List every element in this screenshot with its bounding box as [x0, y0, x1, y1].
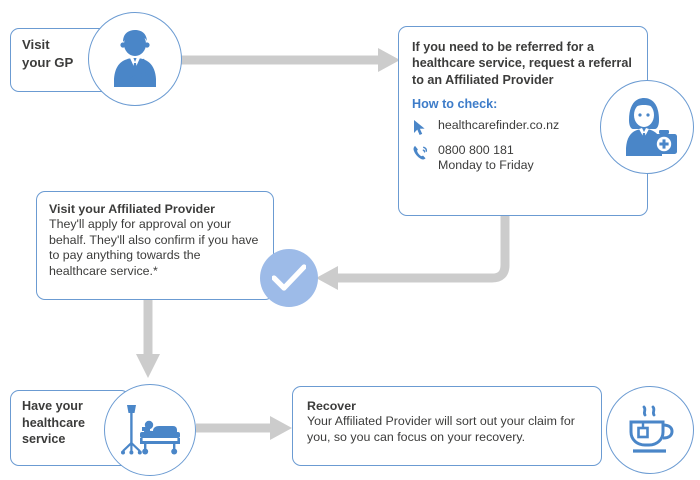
visit-gp-label: Visit your GP	[22, 36, 122, 72]
doctor-icon	[88, 12, 182, 106]
phone-icon	[412, 143, 438, 162]
nurse-medical-kit-icon	[600, 80, 694, 174]
hospital-bed-icon	[104, 384, 196, 476]
provider-body: They'll apply for approval on your behal…	[49, 217, 259, 278]
provider-heading: Visit your Affiliated Provider	[49, 202, 215, 216]
phone-number: 0800 800 181	[438, 143, 514, 158]
have-service-line3: service	[22, 432, 66, 446]
phone-hours: Monday to Friday	[438, 158, 534, 173]
have-service-label: Have your healthcare service	[22, 398, 126, 448]
website-value[interactable]: healthcarefinder.co.nz	[438, 118, 560, 133]
cursor-pointer-icon	[412, 118, 438, 136]
contact-row-phone[interactable]: 0800 800 181 Monday to Friday	[412, 143, 634, 173]
card-affiliated-provider: Visit your Affiliated Provider They'll a…	[36, 191, 274, 300]
card-recover: Recover Your Affiliated Provider will so…	[292, 386, 602, 466]
checkmark-glyph	[272, 264, 306, 291]
check-circle-icon	[260, 249, 318, 307]
teacup-icon	[606, 386, 694, 474]
card-referral: If you need to be referred for a healthc…	[398, 26, 648, 216]
contact-row-website[interactable]: healthcarefinder.co.nz	[412, 118, 634, 136]
visit-gp-line2: your GP	[22, 55, 74, 70]
phone-value[interactable]: 0800 800 181 Monday to Friday	[438, 143, 534, 173]
how-to-check-label: How to check:	[412, 97, 498, 112]
doctor-icon-glyph	[114, 30, 156, 87]
have-service-line1: Have your	[22, 399, 83, 413]
connector-gp-to-referral	[178, 48, 400, 72]
connector-referral-to-provider	[316, 216, 510, 290]
hospital-bed-glyph	[121, 405, 180, 455]
have-service-line2: healthcare	[22, 415, 85, 430]
recover-heading: Recover	[307, 399, 356, 413]
recover-body: Your Affiliated Provider will sort out y…	[307, 414, 575, 444]
nurse-medical-kit-glyph	[626, 98, 677, 156]
referral-heading: If you need to be referred for a healthc…	[412, 40, 632, 87]
teacup-glyph	[629, 405, 674, 453]
connector-service-to-recover	[196, 416, 292, 440]
connector-provider-to-service	[136, 300, 160, 378]
visit-gp-line1: Visit	[22, 37, 50, 52]
